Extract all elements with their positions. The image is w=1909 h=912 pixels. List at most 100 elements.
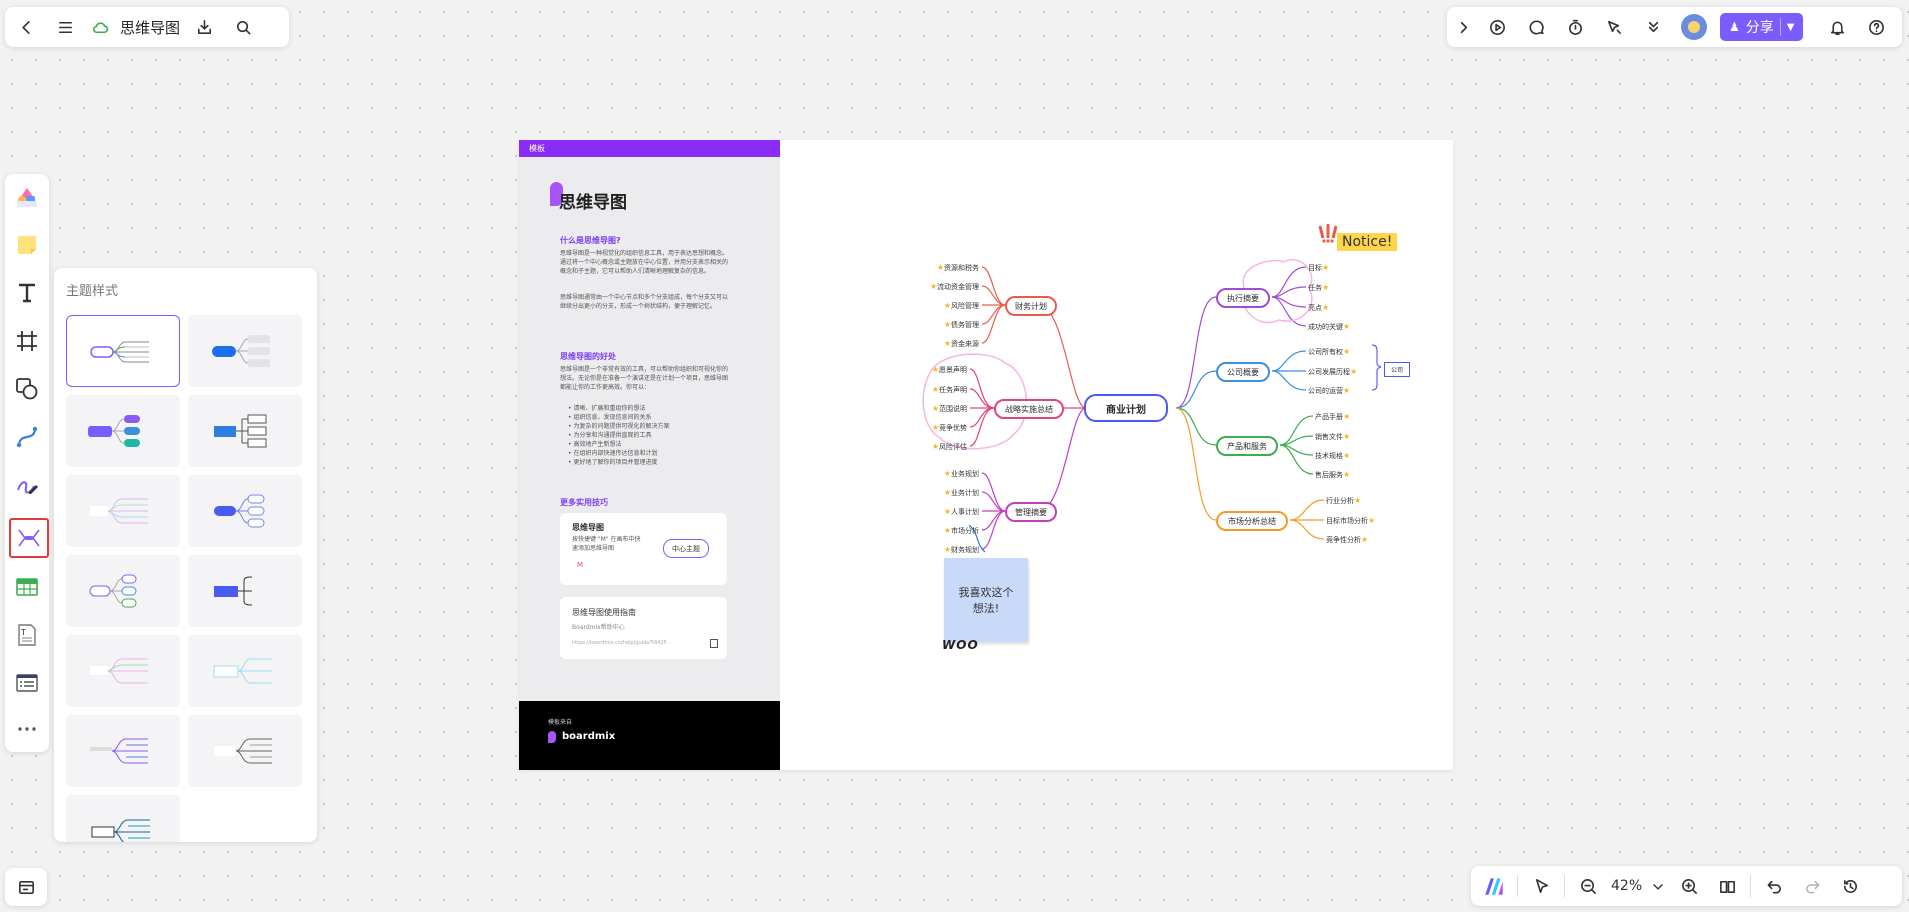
sticky-note-icon[interactable] xyxy=(12,230,42,260)
download-icon[interactable] xyxy=(189,12,219,42)
branch-node-executive[interactable]: 执行摘要 xyxy=(1216,288,1270,308)
leaf-node[interactable]: ★流动资金管理 xyxy=(929,282,979,291)
zoom-in-icon[interactable] xyxy=(1674,871,1704,901)
leaf-node[interactable]: ★风险管理 xyxy=(943,301,979,310)
theme-option-11[interactable] xyxy=(66,715,180,787)
leaf-node[interactable]: ★财务规划 xyxy=(943,545,979,554)
back-icon[interactable] xyxy=(11,12,41,42)
leaf-node[interactable]: 成功的关键★ xyxy=(1308,322,1351,331)
leaf-node[interactable]: ★竞争优势 xyxy=(931,423,967,432)
theme-option-13[interactable] xyxy=(66,795,180,842)
minimap-book-icon[interactable] xyxy=(1712,871,1742,901)
collapse-double-chevron-icon[interactable] xyxy=(1638,12,1668,42)
leaf-node[interactable]: 产品手册★ xyxy=(1315,412,1351,421)
avatar[interactable] xyxy=(1681,14,1707,40)
theme-option-9[interactable] xyxy=(66,635,180,707)
theme-option-3[interactable] xyxy=(66,395,180,467)
mindmap-tool-icon[interactable] xyxy=(9,518,49,558)
laser-pointer-icon[interactable] xyxy=(1599,12,1629,42)
leaf-node[interactable]: ★任务声明 xyxy=(931,385,967,394)
timer-icon[interactable] xyxy=(1560,12,1590,42)
leaf-node[interactable]: ★业务计划 xyxy=(943,488,979,497)
leaf-node[interactable]: 售后服务★ xyxy=(1315,470,1351,479)
board-settings-icon[interactable] xyxy=(11,872,41,902)
shape-tool-icon[interactable] xyxy=(12,374,42,404)
woo-sticker[interactable]: WOO xyxy=(942,638,979,652)
select-cursor-icon[interactable] xyxy=(1526,871,1556,901)
text-tool-icon[interactable] xyxy=(12,278,42,308)
help-icon[interactable] xyxy=(1861,12,1891,42)
leaf-node[interactable]: ★风险评估 xyxy=(931,442,967,451)
leaf-node[interactable]: ★债务管理 xyxy=(943,320,979,329)
menu-icon[interactable] xyxy=(50,12,80,42)
undo-icon[interactable] xyxy=(1759,871,1789,901)
leaf-node[interactable]: 竞争性分析★ xyxy=(1326,535,1369,544)
theme-option-4[interactable] xyxy=(188,395,302,467)
leaf-node[interactable]: 公司所有权★ xyxy=(1308,347,1351,356)
theme-option-7[interactable] xyxy=(66,555,180,627)
connector-tool-icon[interactable] xyxy=(12,422,42,452)
mindmap-center-node[interactable]: 商业计划 xyxy=(1084,394,1168,422)
notification-bell-icon[interactable] xyxy=(1822,12,1852,42)
zoom-out-icon[interactable] xyxy=(1573,871,1603,901)
leaf-node[interactable]: 任务★ xyxy=(1308,283,1330,292)
share-button[interactable]: ♟ 分享 ▼ xyxy=(1720,13,1804,41)
sticky-note[interactable]: 我喜欢这个想法! xyxy=(944,558,1028,642)
leaf-node[interactable]: 行业分析★ xyxy=(1326,496,1362,505)
theme-option-10[interactable] xyxy=(188,635,302,707)
star-icon: ★ xyxy=(1343,432,1351,441)
leaf-node[interactable]: ★市场分析 xyxy=(943,526,979,535)
ai-assistant-icon[interactable] xyxy=(1479,871,1509,901)
redo-icon[interactable] xyxy=(1797,871,1827,901)
notice-sticker[interactable]: Notice! xyxy=(1337,233,1398,251)
help-card-link[interactable]: https://boardmix.cn/help/guide/58425 xyxy=(572,640,667,646)
theme-option-5[interactable] xyxy=(66,475,180,547)
leaf-node[interactable]: 公司发展历程★ xyxy=(1308,367,1358,376)
exclamation-sticker-icon[interactable] xyxy=(1316,224,1346,244)
zoom-dropdown-chevron-icon[interactable] xyxy=(1650,871,1666,901)
expand-chevron-icon[interactable] xyxy=(1453,12,1473,42)
branch-node-management[interactable]: 管理摘要 xyxy=(1005,502,1057,522)
zoom-level[interactable]: 42% xyxy=(1611,878,1643,894)
leaf-node[interactable]: ★业务规划 xyxy=(943,469,979,478)
branch-node-market[interactable]: 市场分析总结 xyxy=(1216,511,1288,531)
document-title[interactable]: 思维导图 xyxy=(120,18,181,37)
search-icon[interactable] xyxy=(228,12,258,42)
theme-option-2[interactable] xyxy=(188,315,302,387)
leaf-node[interactable]: ★范围说明 xyxy=(931,404,967,413)
leaf-node[interactable]: 目标★ xyxy=(1308,263,1330,272)
leaf-node[interactable]: 亮点★ xyxy=(1308,303,1330,312)
table-tool-icon[interactable] xyxy=(12,572,42,602)
more-tools-icon[interactable] xyxy=(12,714,42,744)
central-topic-sample-node[interactable]: 中心主题 xyxy=(663,539,709,558)
frame-tool-icon[interactable] xyxy=(12,326,42,356)
theme-option-6[interactable] xyxy=(188,475,302,547)
branch-node-products[interactable]: 产品和服务 xyxy=(1216,436,1278,456)
copy-link-icon[interactable] xyxy=(710,639,718,648)
leaf-node[interactable]: ★愿景声明 xyxy=(931,365,967,374)
present-play-icon[interactable] xyxy=(1482,12,1512,42)
branch-node-strategy[interactable]: 战略实施总结 xyxy=(994,399,1064,419)
leaf-node[interactable]: 公司的运营★ xyxy=(1308,386,1351,395)
company-summary-tag[interactable]: 公司 xyxy=(1384,362,1410,377)
leaf-node[interactable]: 技术规格★ xyxy=(1315,451,1351,460)
template-board[interactable]: 模板 思维导图 什么是思维导图? 思维导图是一种视觉化的组织信息工具，用于表达思… xyxy=(519,140,1453,770)
history-icon[interactable] xyxy=(1835,871,1865,901)
leaf-node[interactable]: 目标市场分析★ xyxy=(1326,516,1376,525)
theme-option-8[interactable] xyxy=(188,555,302,627)
leaf-node[interactable]: 销售文件★ xyxy=(1315,432,1351,441)
pen-tool-icon[interactable] xyxy=(12,470,42,500)
branch-node-finance[interactable]: 财务计划 xyxy=(1005,296,1057,316)
share-dropdown-chevron-icon[interactable]: ▼ xyxy=(1786,21,1795,33)
comment-icon[interactable] xyxy=(1521,12,1551,42)
branch-node-company[interactable]: 公司概要 xyxy=(1216,362,1270,382)
theme-option-1[interactable] xyxy=(66,315,180,387)
leaf-node[interactable]: ★资金来源 xyxy=(943,339,979,348)
leaf-node[interactable]: ★人事计划 xyxy=(943,507,979,516)
templates-icon[interactable] xyxy=(12,182,42,212)
theme-option-12[interactable] xyxy=(188,715,302,787)
document-tool-icon[interactable]: T xyxy=(12,620,42,650)
list-tool-icon[interactable] xyxy=(12,668,42,698)
toolbar-divider xyxy=(1564,875,1565,897)
leaf-node[interactable]: ★资源和税务 xyxy=(936,263,979,272)
